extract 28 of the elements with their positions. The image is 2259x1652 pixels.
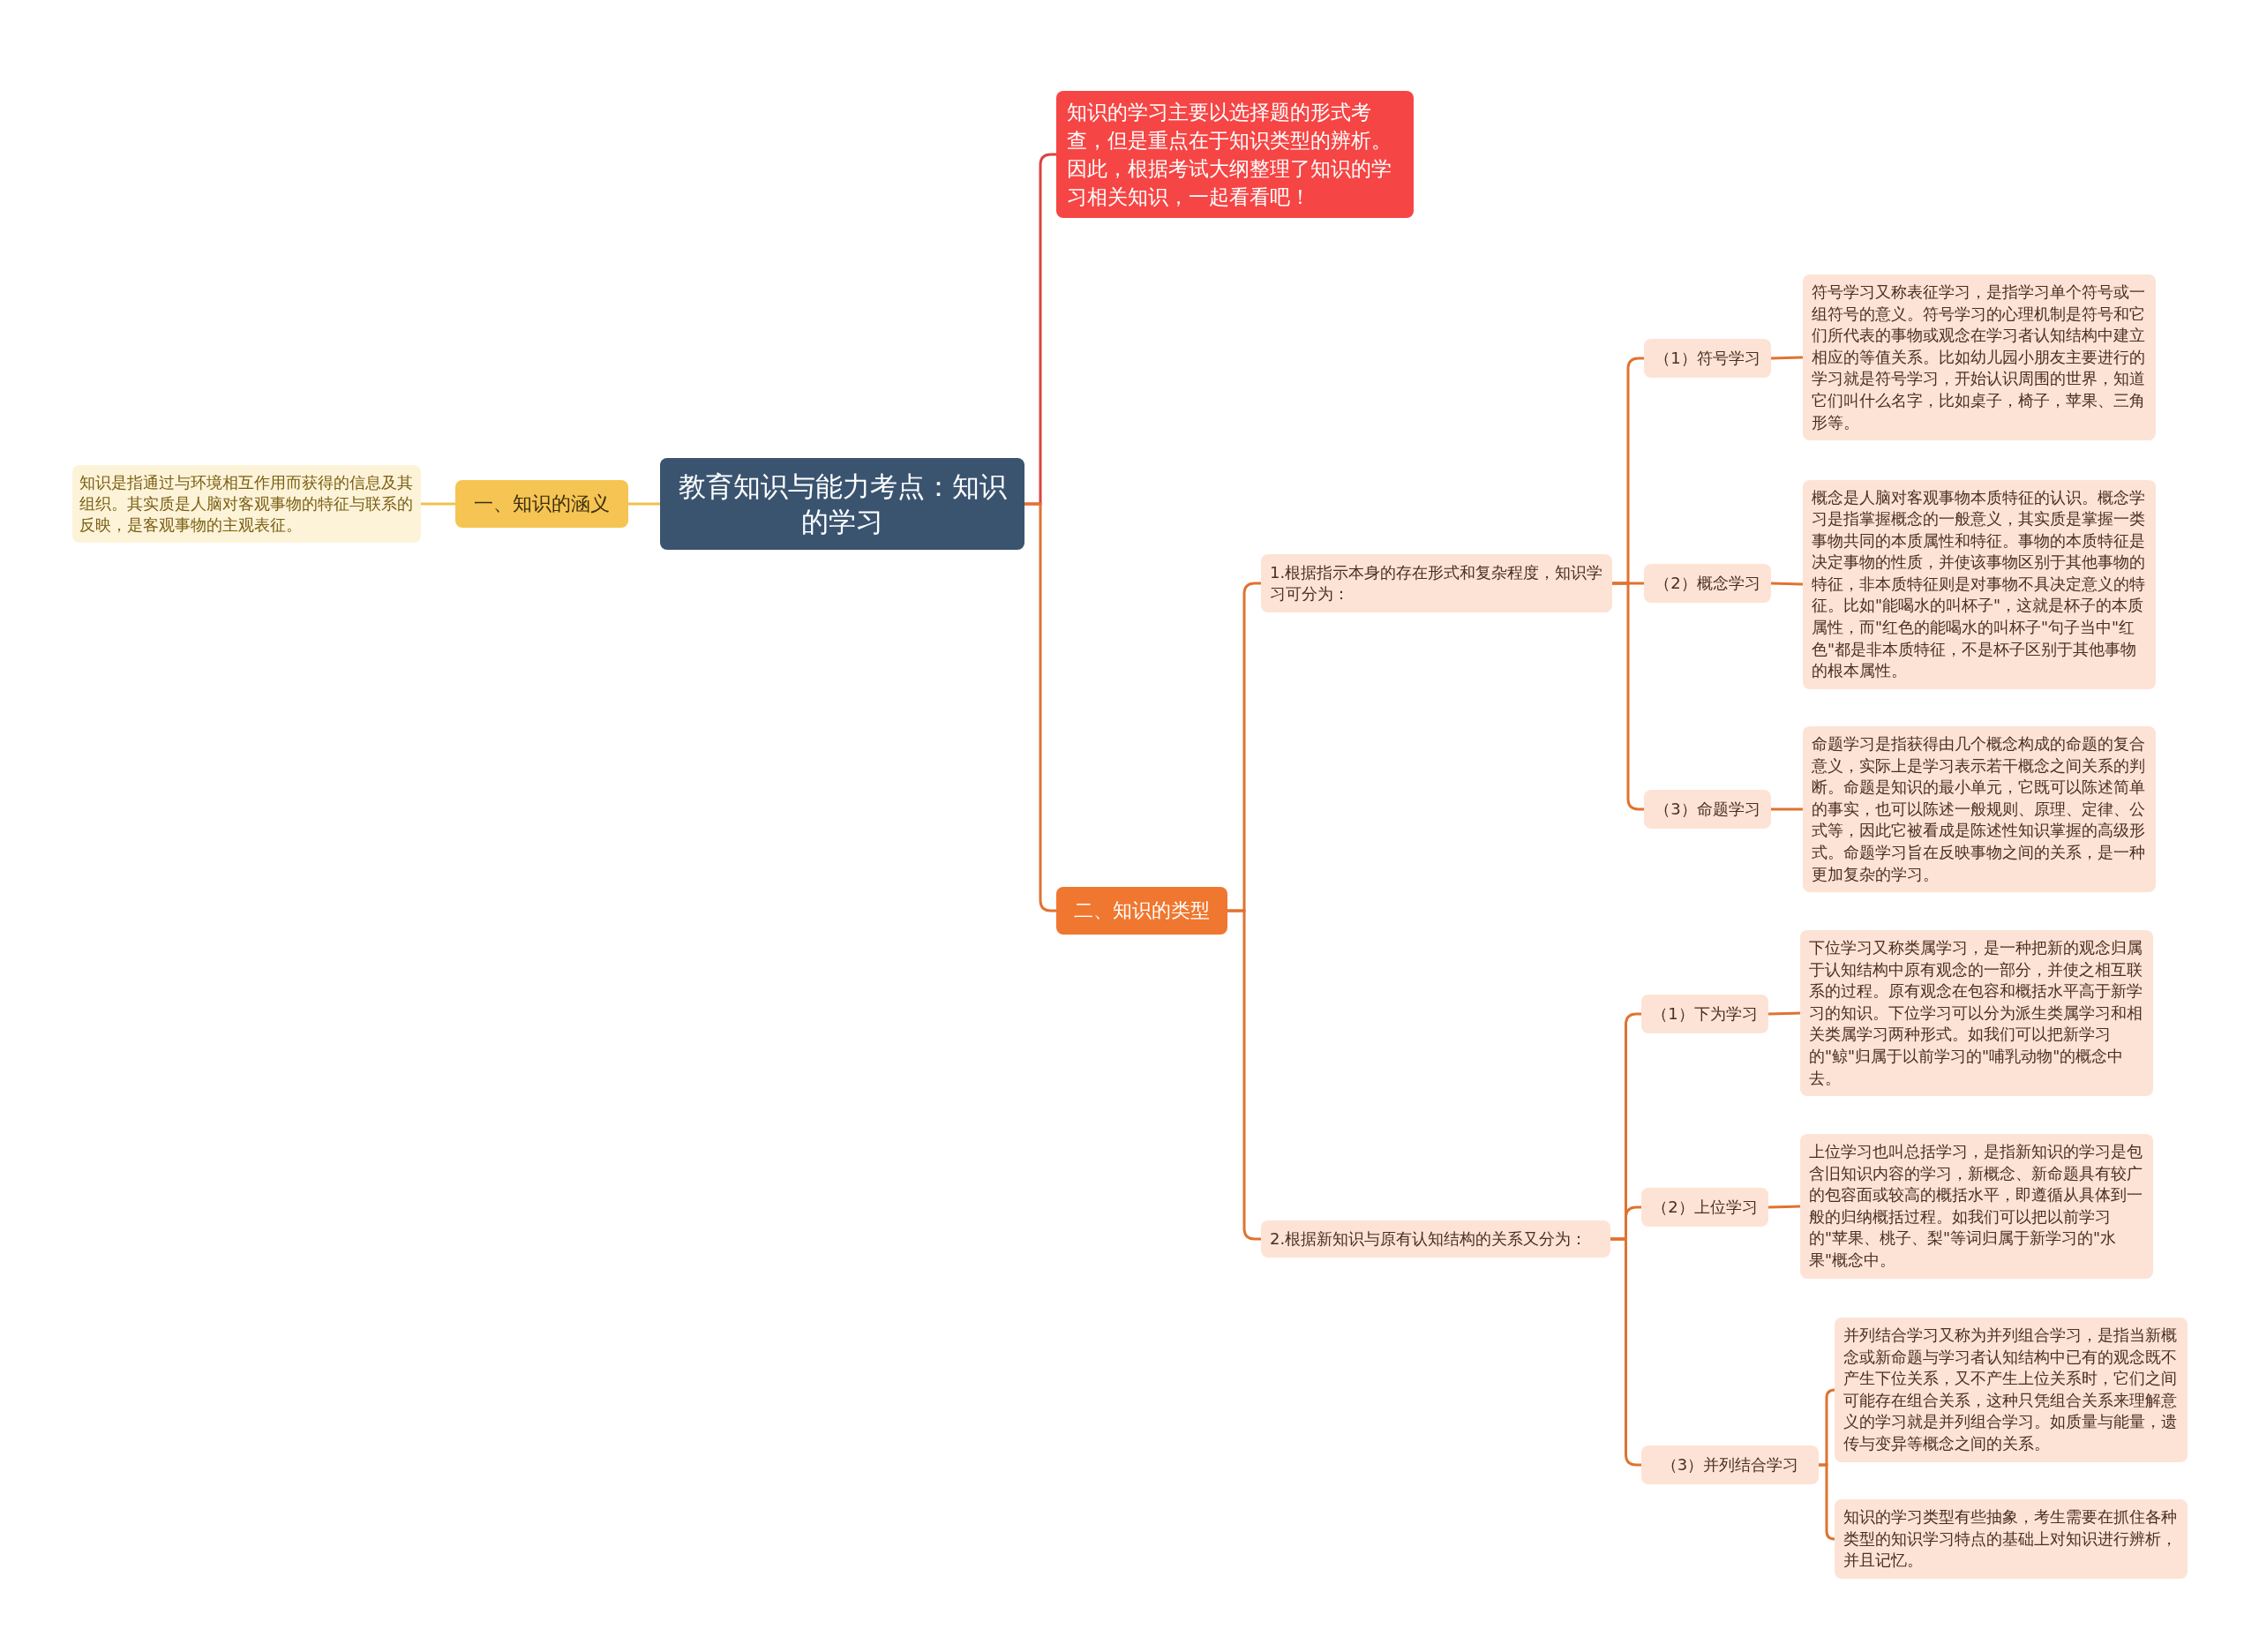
category-box: （1）符号学习: [1644, 339, 1771, 378]
connector-line: [1770, 582, 1804, 586]
connector-line: [1767, 1205, 1801, 1209]
connector-line: [1767, 1011, 1801, 1016]
note-box: 上位学习也叫总括学习，是指新知识的学习是包含旧知识内容的学习，新概念、新命题具有较广的包容面或较高的概括水平，即遵循从具体到一般的归纳概括过程。如我们可以把以前学习的"苹果、桃子、梨"等词归属于新学习的"水果"概念中。: [1800, 1134, 2153, 1279]
connector-line: [421, 502, 455, 506]
category-box: （2）上位学习: [1641, 1188, 1768, 1227]
note-box: 并列结合学习又称为并列组合学习，是指当新概念或新命题与学习者认知结构中已有的观念既不产生下位关系，又不产生上位关系时，它们之间可能存在组合关系，这种只凭组合关系来理解意义的学习就是并列组合学习。如质量与能量，遗传与变异等概念之间的关系。: [1835, 1318, 2188, 1462]
connector-line: [1819, 1463, 1836, 1541]
subtopic-box: 1.根据指示本身的存在形式和复杂程度，知识学习可分为：: [1261, 554, 1612, 612]
connector-line: [1770, 356, 1804, 360]
topic-box: 一、知识的涵义: [455, 480, 628, 528]
note-box: 命题学习是指获得由几个概念构成的命题的复合意义，实际上是学习表示若干概念之间关系的判断。命题是知识的最小单元，它既可以陈述简单的事实，也可以陈述一般规则、原理、定律、公式等，因此它被看成是陈述性知识掌握的高级形式。命题学习旨在反映事物之间的关系，是一种更加复杂的学习。: [1803, 726, 2156, 893]
category-box: （3）命题学习: [1644, 790, 1771, 829]
category-box: （3）并列结合学习: [1641, 1446, 1819, 1484]
note-box: 知识的学习类型有些抽象，考生需要在抓住各种类型的知识学习特点的基础上对知识进行辨析，并且记忆。: [1835, 1499, 2188, 1579]
note-box: 概念是人脑对客观事物本质特征的认识。概念学习是指掌握概念的一般意义，其实质是掌握一类事物共同的本质属性和特征。事物的本质特征是决定事物的性质，并使该事物区别于其他事物的特征，非本质特征则是对事物不具决定意义的特征。比如"能喝水的叫杯子"，这就是杯子的本质属性，而"红色的能喝水的叫杯子"句子当中"红色"都是非本质特征，不是杯子区别于其他事物的根本属性。: [1803, 479, 2156, 689]
note-box: 符号学习又称表征学习，是指学习单个符号或一组符号的意义。符号学习的心理机制是符号和它们所代表的事物或观念在学习者认知结构中建立相应的等值关系。比如幼儿园小朋友主要进行的学习就是符号学习，开始认识周围的世界，知道它们叫什么名字，比如桌子，椅子，苹果、三角形等。: [1803, 274, 2156, 441]
connector-line: [628, 502, 660, 506]
intro-box: 知识的学习主要以选择题的形式考查，但是重点在于知识类型的辨析。因此，根据考试大纲整理了知识的学习相关知识，一起看看吧！: [1056, 91, 1414, 218]
subtopic-box: 2.根据新知识与原有认知结构的关系又分为：: [1261, 1220, 1610, 1258]
note-box: 下位学习又称类属学习，是一种把新的观念归属于认知结构中原有观念的一部分，并使之相互联系的过程。原有观念在包容和概括水平高于新学习的知识。下位学习可以分为派生类属学习和相关类属学习两种形式。如我们可以把新学习的"鲸"归属于以前学习的"哺乳动物"的概念中去。: [1800, 930, 2153, 1097]
connector-line: [1771, 807, 1803, 811]
category-box: （1）下为学习: [1641, 995, 1768, 1033]
topic-box: 二、知识的类型: [1056, 887, 1227, 935]
category-box: （2）概念学习: [1644, 564, 1771, 603]
central-topic-box: 教育知识与能力考点：知识的学习: [660, 458, 1024, 550]
note-box: 知识是指通过与环境相互作用而获得的信息及其组织。其实质是人脑对客观事物的特征与联系的反映，是客观事物的主观表征。: [72, 465, 421, 543]
